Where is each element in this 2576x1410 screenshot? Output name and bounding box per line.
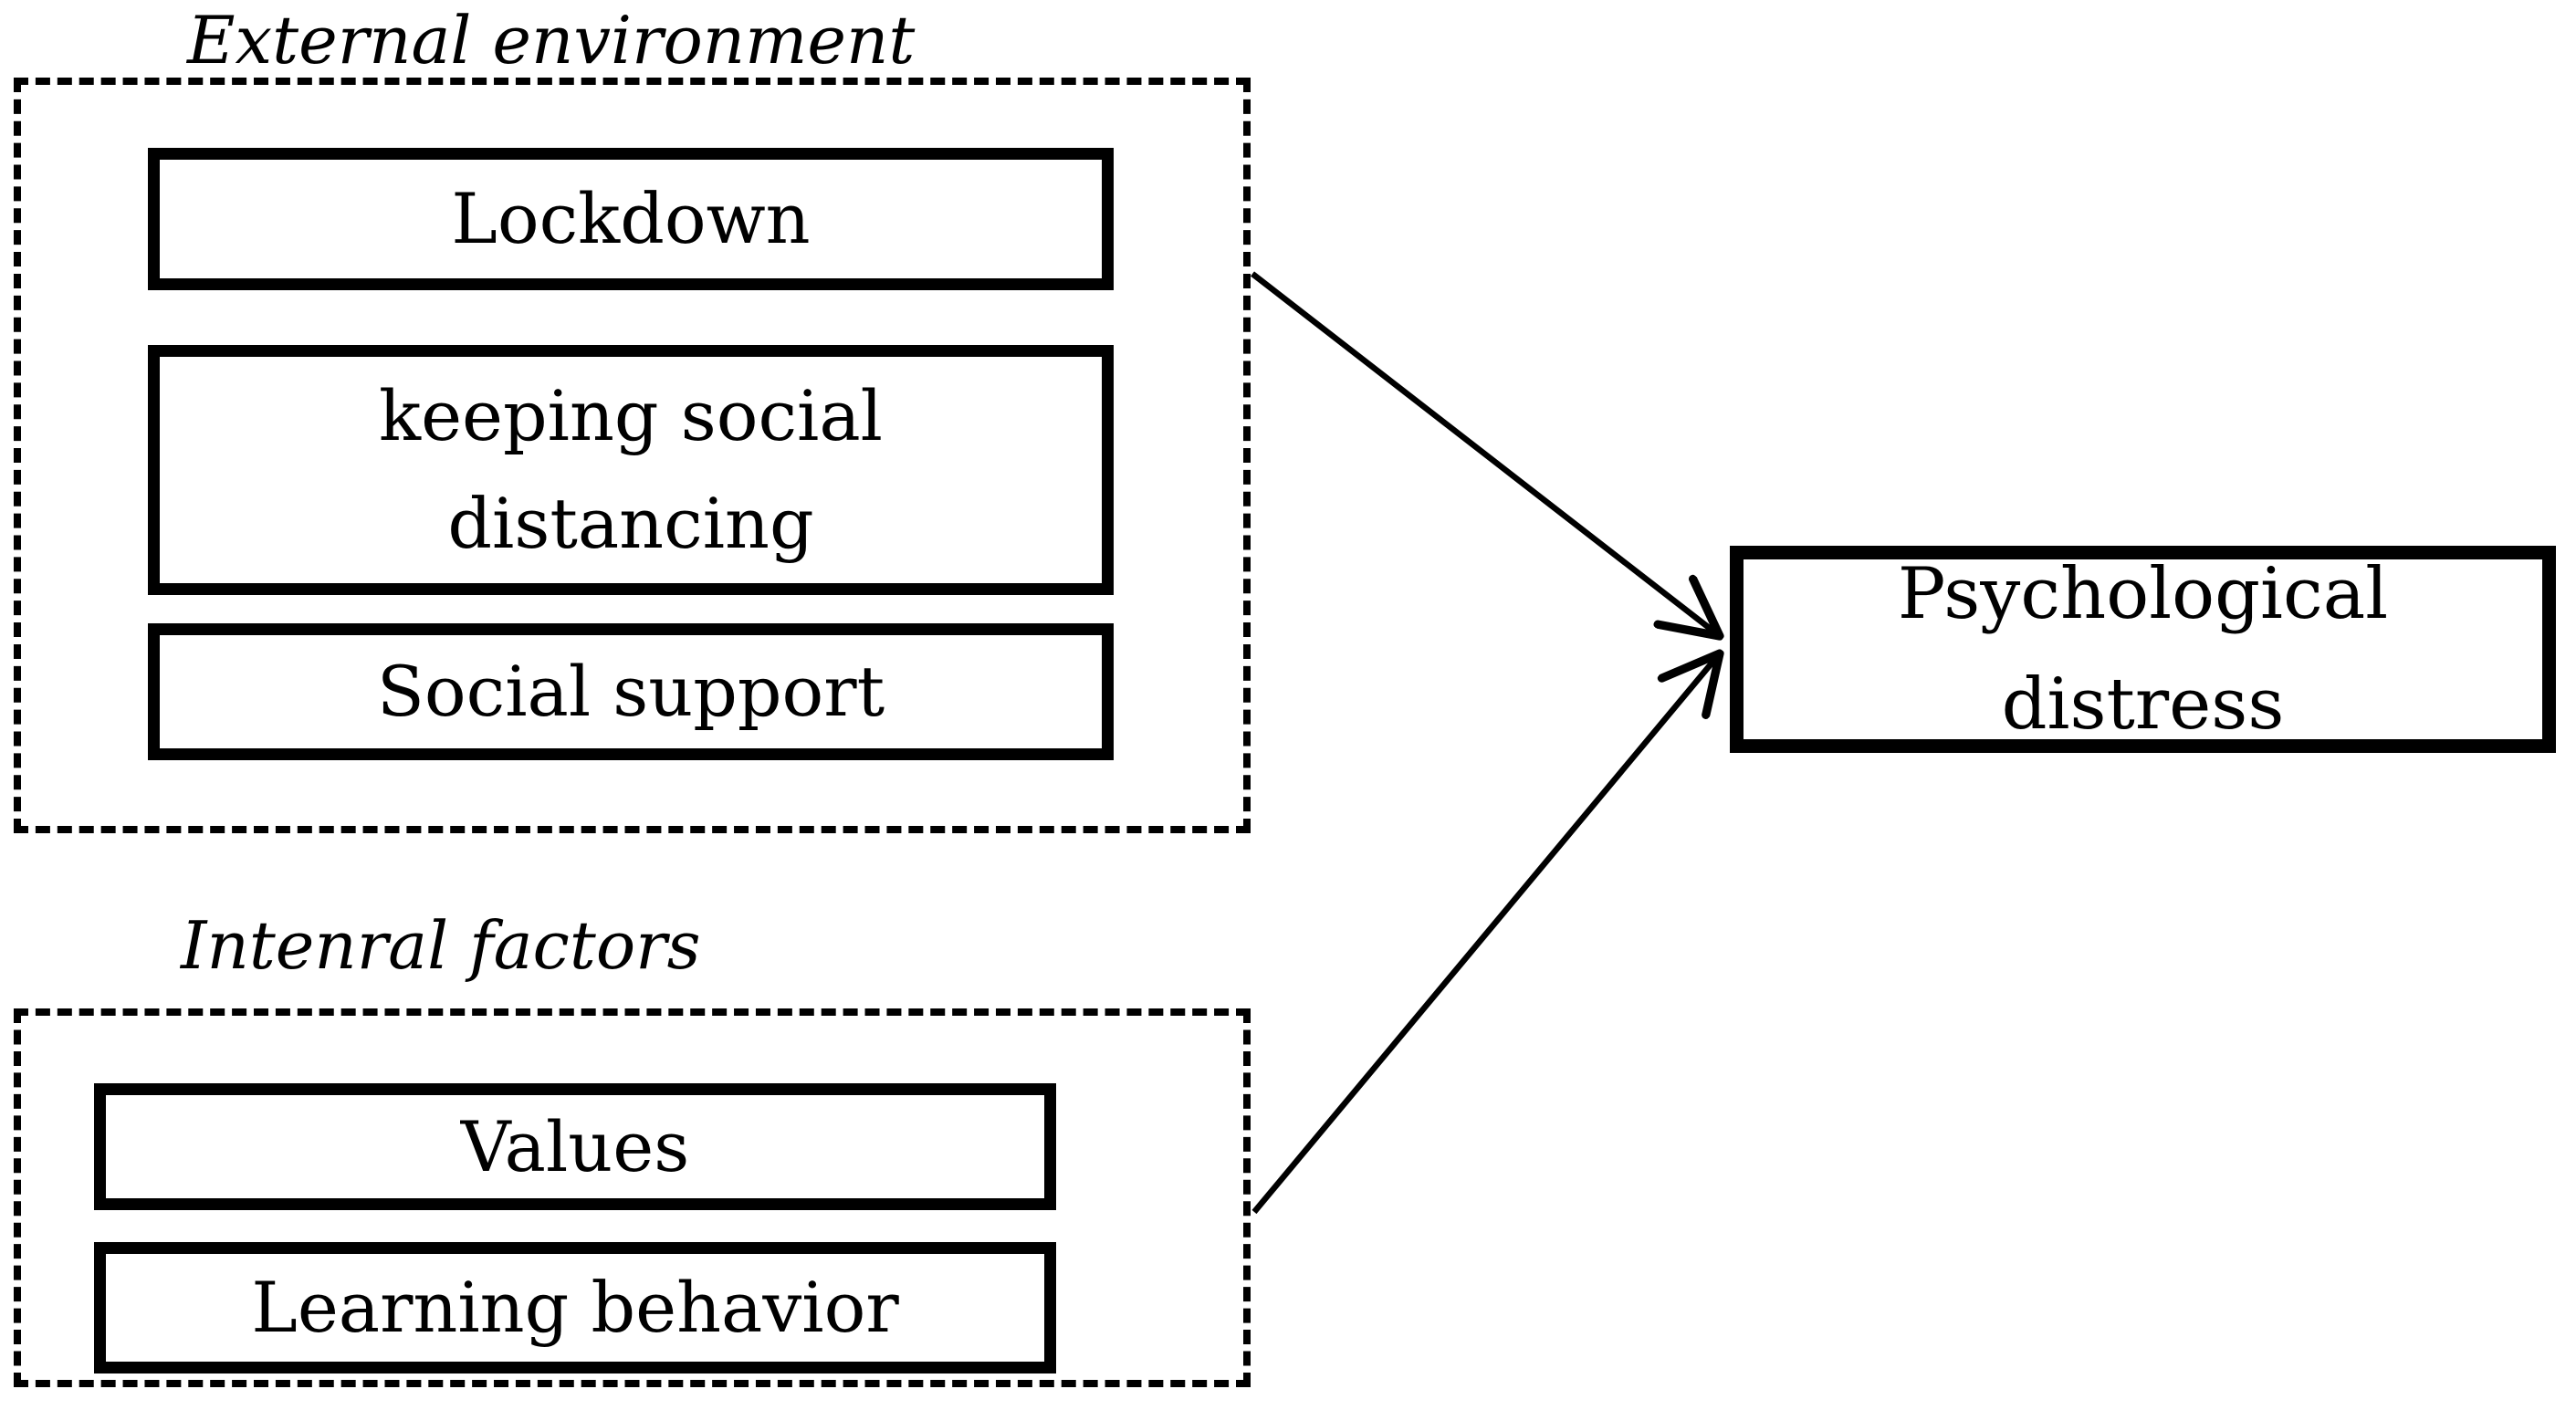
group-title-external-environment: External environment	[187, 2, 916, 78]
node-social-support-label: Social support	[376, 651, 885, 733]
arrow-external-to-psychological-distress	[1251, 271, 1720, 636]
node-values-label: Values	[460, 1105, 690, 1187]
node-learning-behavior-label: Learning behavior	[251, 1267, 899, 1349]
node-keeping-social-distancing: keeping social distancing	[148, 345, 1114, 595]
arrow-internal-to-psychological-distress	[1251, 653, 1720, 1215]
group-title-internal-factors: Intenral factors	[181, 907, 701, 984]
node-psychological-distress-label: Psychological distress	[1897, 552, 2389, 746]
node-values: Values	[94, 1083, 1056, 1210]
dashed-group-external-environment	[14, 78, 1251, 833]
dashed-group-internal-factors	[14, 1008, 1251, 1387]
node-psychological-distress: Psychological distress	[1730, 546, 2556, 753]
node-lockdown-label: Lockdown	[451, 178, 811, 260]
node-social-support: Social support	[148, 623, 1114, 760]
node-keeping-social-distancing-label: keeping social distancing	[379, 375, 883, 564]
node-lockdown: Lockdown	[148, 148, 1114, 290]
node-learning-behavior: Learning behavior	[94, 1242, 1056, 1373]
